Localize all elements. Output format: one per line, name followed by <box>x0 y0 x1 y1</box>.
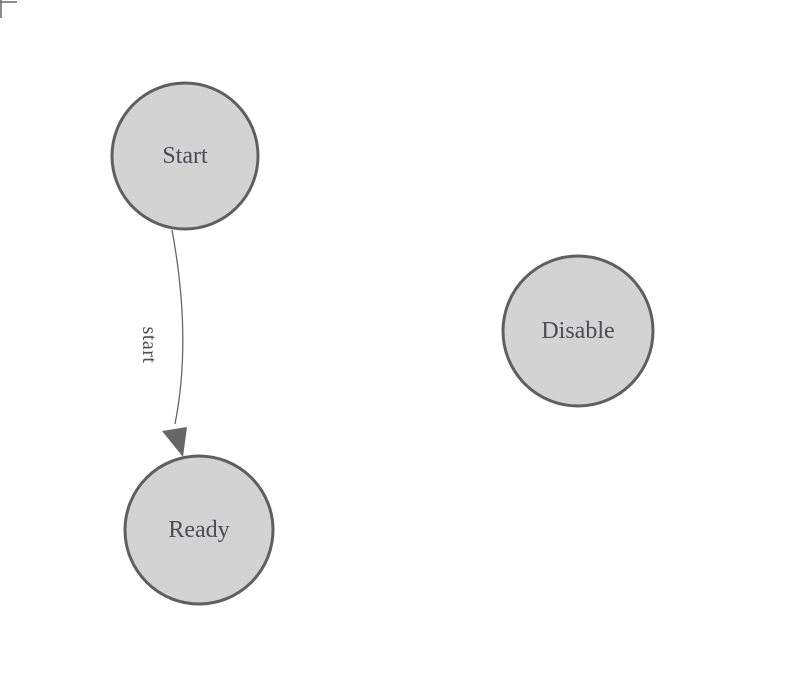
edge-label[interactable]: start <box>138 327 160 364</box>
node-label: Start <box>162 143 208 169</box>
node-disable[interactable]: Disable <box>501 254 655 408</box>
node-circle[interactable] <box>110 81 260 231</box>
node-circle[interactable] <box>123 454 275 606</box>
node-label: Ready <box>168 517 229 543</box>
node-ready[interactable]: Ready <box>123 454 275 606</box>
node-start[interactable]: Start <box>110 81 260 231</box>
node-circle[interactable] <box>501 254 655 408</box>
edge-arrowhead-icon <box>162 427 187 457</box>
edges-layer: start <box>138 229 187 457</box>
origin-mark <box>0 0 17 18</box>
node-label: Disable <box>541 318 614 344</box>
edge-start-ready[interactable] <box>171 229 184 425</box>
